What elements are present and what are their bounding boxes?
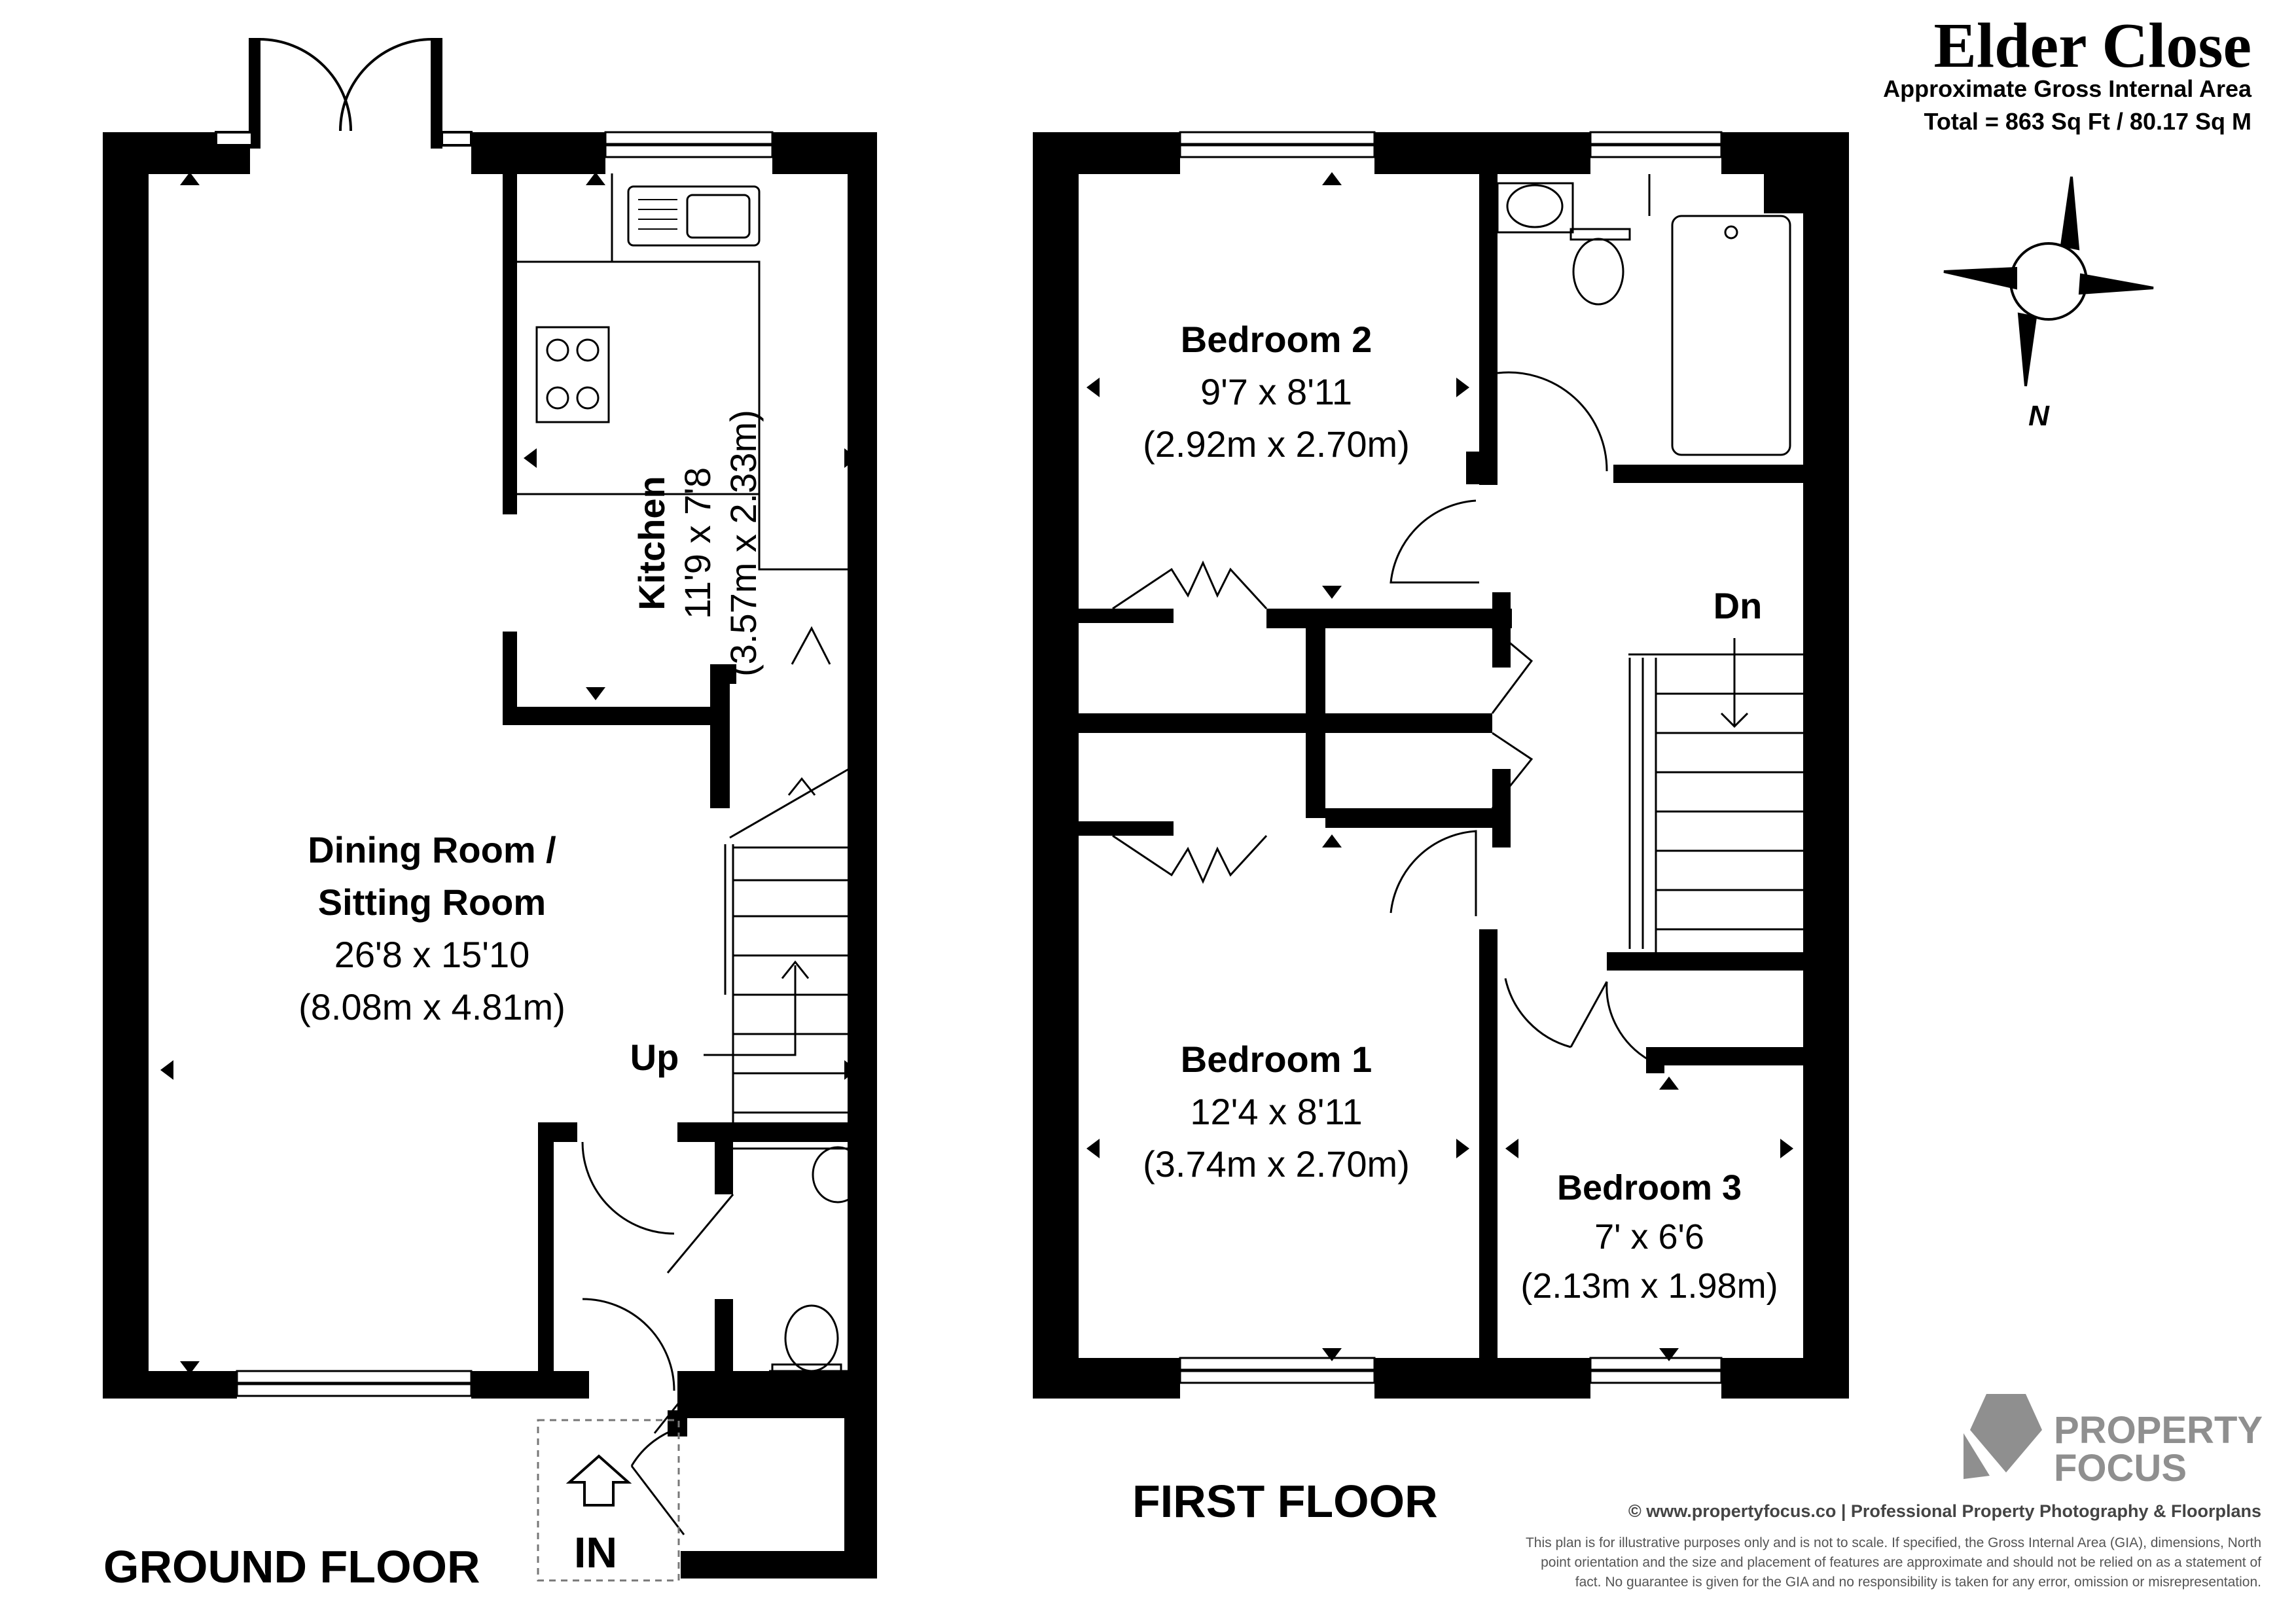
bedroom3-dim-metric: (2.13m x 1.98m) <box>1520 1266 1778 1306</box>
first-floor-walls <box>1033 132 1849 1399</box>
first-dimension-arrows <box>1086 172 1793 1361</box>
bath-icon <box>1671 215 1791 456</box>
entrance-label: IN <box>574 1528 617 1577</box>
cloakroom-fittings <box>666 1146 864 1380</box>
first-floor-doors <box>1112 499 1650 1061</box>
brand-line2: FOCUS <box>2054 1447 2187 1489</box>
kitchen-fittings <box>517 173 849 796</box>
compass-north-label: N <box>2028 400 2050 432</box>
basin-icon <box>812 1146 864 1204</box>
hob-icon <box>535 326 610 423</box>
bedroom1-name: Bedroom 1 <box>1181 1039 1372 1080</box>
compass-icon <box>1943 176 2154 387</box>
header-area-label: Approximate Gross Internal Area <box>1883 75 2252 102</box>
ground-stairs-label: Up <box>630 1037 679 1078</box>
ground-dimension-arrows <box>160 172 857 1374</box>
first-floor-label: FIRST FLOOR <box>1132 1476 1438 1527</box>
bedroom1-dim-metric: (3.74m x 2.70m) <box>1143 1143 1410 1185</box>
footer-disclaimer-line1: This plan is for illustrative purposes o… <box>1526 1535 2261 1550</box>
entrance-arrow-icon <box>565 1454 632 1507</box>
labels: Elder Close Approximate Gross Internal A… <box>103 10 2263 1592</box>
bedroom3-name: Bedroom 3 <box>1557 1168 1742 1207</box>
french-doors <box>215 38 473 149</box>
kitchen-dim-imperial: 11'9 x 7'8 <box>677 467 718 619</box>
bath-toilet-icon <box>1572 238 1624 306</box>
sink-drainer <box>638 199 677 230</box>
first-stairs <box>1628 638 1803 952</box>
bedroom1-dim-imperial: 12'4 x 8'11 <box>1190 1091 1362 1132</box>
brand-line1: PROPERTY <box>2054 1409 2263 1452</box>
dining-name-line2: Sitting Room <box>318 882 546 923</box>
ground-doors <box>537 1141 685 1582</box>
ground-stairs <box>704 768 850 1122</box>
footer-disclaimer-line2: point orientation and the size and place… <box>1541 1555 2261 1570</box>
ground-floor-label: GROUND FLOOR <box>103 1541 480 1592</box>
bedroom2-dim-imperial: 9'7 x 8'11 <box>1200 371 1352 412</box>
toilet-icon <box>784 1304 839 1372</box>
bath-basin-icon <box>1506 184 1564 228</box>
kitchen-dim-metric: (3.57m x 2.33m) <box>723 410 764 677</box>
dining-dim-imperial: 26'8 x 15'10 <box>334 934 530 975</box>
dining-dim-metric: (8.08m x 4.81m) <box>298 986 565 1027</box>
header-title: Elder Close <box>1934 10 2251 81</box>
first-floor-windows <box>1179 131 1723 1384</box>
first-stairs-label: Dn <box>1713 585 1763 626</box>
footer-credit: © www.propertyfocus.co | Professional Pr… <box>1628 1501 2261 1521</box>
header-area-total: Total = 863 Sq Ft / 80.17 Sq M <box>1924 108 2251 135</box>
bedroom2-dim-metric: (2.92m x 2.70m) <box>1143 423 1410 465</box>
bedroom3-dim-imperial: 7' x 6'6 <box>1594 1217 1704 1257</box>
bathroom-fittings <box>1496 174 1791 472</box>
kitchen-name: Kitchen <box>631 476 672 610</box>
dining-name-line1: Dining Room / <box>308 829 556 870</box>
footer-disclaimer-line3: fact. No guarantee is given for the GIA … <box>1575 1575 2261 1590</box>
ground-floor-windows <box>236 131 774 1397</box>
property-focus-logo-icon <box>1964 1394 2042 1479</box>
bedroom2-name: Bedroom 2 <box>1181 319 1372 360</box>
